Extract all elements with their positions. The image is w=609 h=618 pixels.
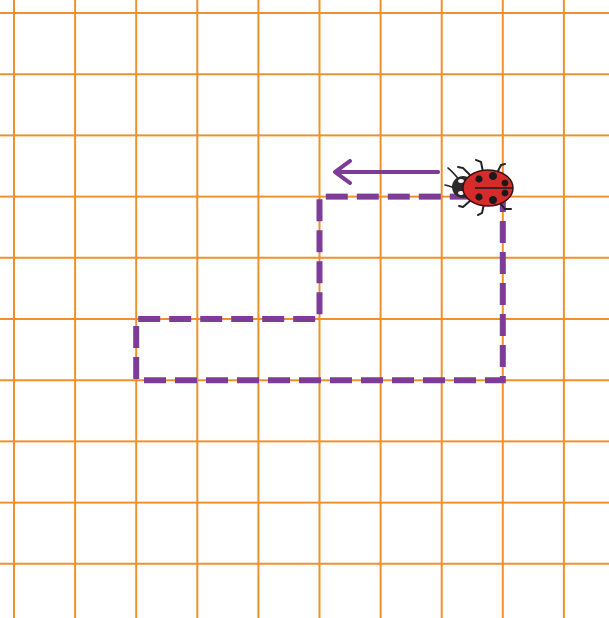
ladybug-eye-mark — [458, 179, 464, 183]
ladybug-spot — [475, 193, 482, 200]
ladybug-spot — [475, 175, 482, 182]
ladybug-spot — [502, 190, 509, 197]
ladybug-spot — [489, 196, 497, 204]
ladybug-spot — [502, 180, 509, 187]
ladybug-spot — [489, 172, 497, 180]
